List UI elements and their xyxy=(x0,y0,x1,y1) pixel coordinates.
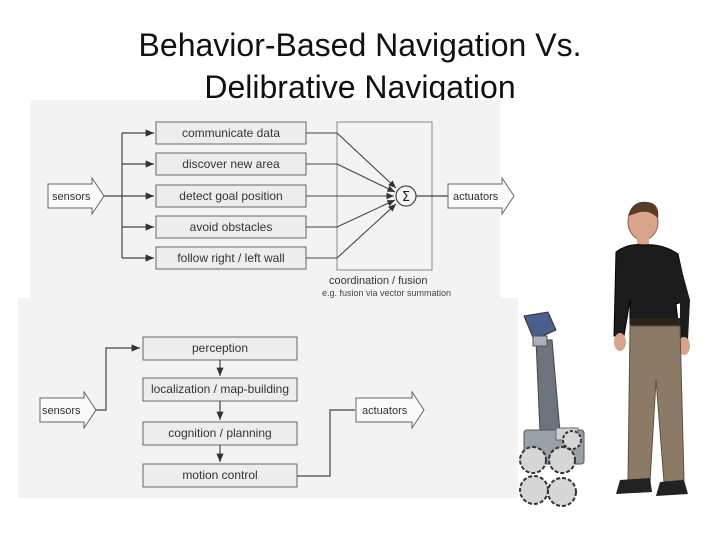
bb-converge-4 xyxy=(336,199,396,228)
person-pants xyxy=(627,325,685,483)
stage-label-localization: localization / map-building xyxy=(151,382,289,396)
dn-motion-to-actuators xyxy=(297,409,355,477)
fusion-caption-sub: e.g. fusion via vector summation xyxy=(322,288,451,298)
robot-head xyxy=(523,311,557,341)
person-arm-right xyxy=(672,256,690,340)
title-line-2: Delibrative Navigation xyxy=(204,69,516,105)
dn-actuators-arrow xyxy=(355,390,425,430)
robot-wheel-4 xyxy=(547,477,577,507)
person-neck xyxy=(637,237,649,247)
behavior-based-diagram: sensors communicate data discover new ar… xyxy=(47,121,515,298)
behavior-label-communicate-data: communicate data xyxy=(182,126,280,140)
robot-illustration xyxy=(519,311,585,507)
bb-converge-2 xyxy=(336,163,396,193)
stage-label-cognition: cognition / planning xyxy=(168,426,271,440)
person-belt xyxy=(630,318,680,326)
slide-title: Behavior-Based Navigation Vs. Delibrativ… xyxy=(0,24,720,108)
dn-sensors-arrow xyxy=(39,390,97,430)
dn-sensors-to-perception xyxy=(96,344,140,411)
title-line-1: Behavior-Based Navigation Vs. xyxy=(138,27,582,63)
bb-converge-1 xyxy=(336,132,397,189)
dn-actuators-label: actuators xyxy=(362,405,408,417)
bb-converge-5 xyxy=(336,203,397,259)
robot-neck xyxy=(532,335,548,347)
behavior-label-detect-goal-position: detect goal position xyxy=(179,189,282,203)
robot-body xyxy=(535,339,561,433)
person-hand-left xyxy=(614,333,626,351)
behavior-label-discover-new-area: discover new area xyxy=(182,157,280,171)
bb-actuators-label: actuators xyxy=(453,191,499,203)
bb-sensors-arrow xyxy=(47,176,105,216)
person-hair xyxy=(628,201,659,218)
bb-actuators-arrow xyxy=(447,176,515,216)
behavior-label-avoid-obstacles: avoid obstacles xyxy=(190,220,273,234)
person-shoe-left xyxy=(616,478,652,494)
fusion-sigma-symbol: Σ xyxy=(402,190,410,205)
fusion-caption: coordination / fusion xyxy=(329,275,427,287)
robot-wheel-5 xyxy=(562,430,582,450)
robot-wheel-3 xyxy=(519,475,549,505)
person-illustration xyxy=(613,201,690,496)
robot-wheel-2 xyxy=(548,446,576,474)
dn-sensors-label: sensors xyxy=(42,405,81,417)
person-shoe-right xyxy=(656,480,688,496)
deliberative-diagram: sensors perception localization / map-bu… xyxy=(39,336,425,488)
stage-label-perception: perception xyxy=(192,341,248,355)
behavior-label-follow-wall: follow right / left wall xyxy=(177,251,284,265)
stage-label-motion-control: motion control xyxy=(182,468,257,482)
robot-wheel-1 xyxy=(519,446,547,474)
bb-sensors-label: sensors xyxy=(52,191,91,203)
